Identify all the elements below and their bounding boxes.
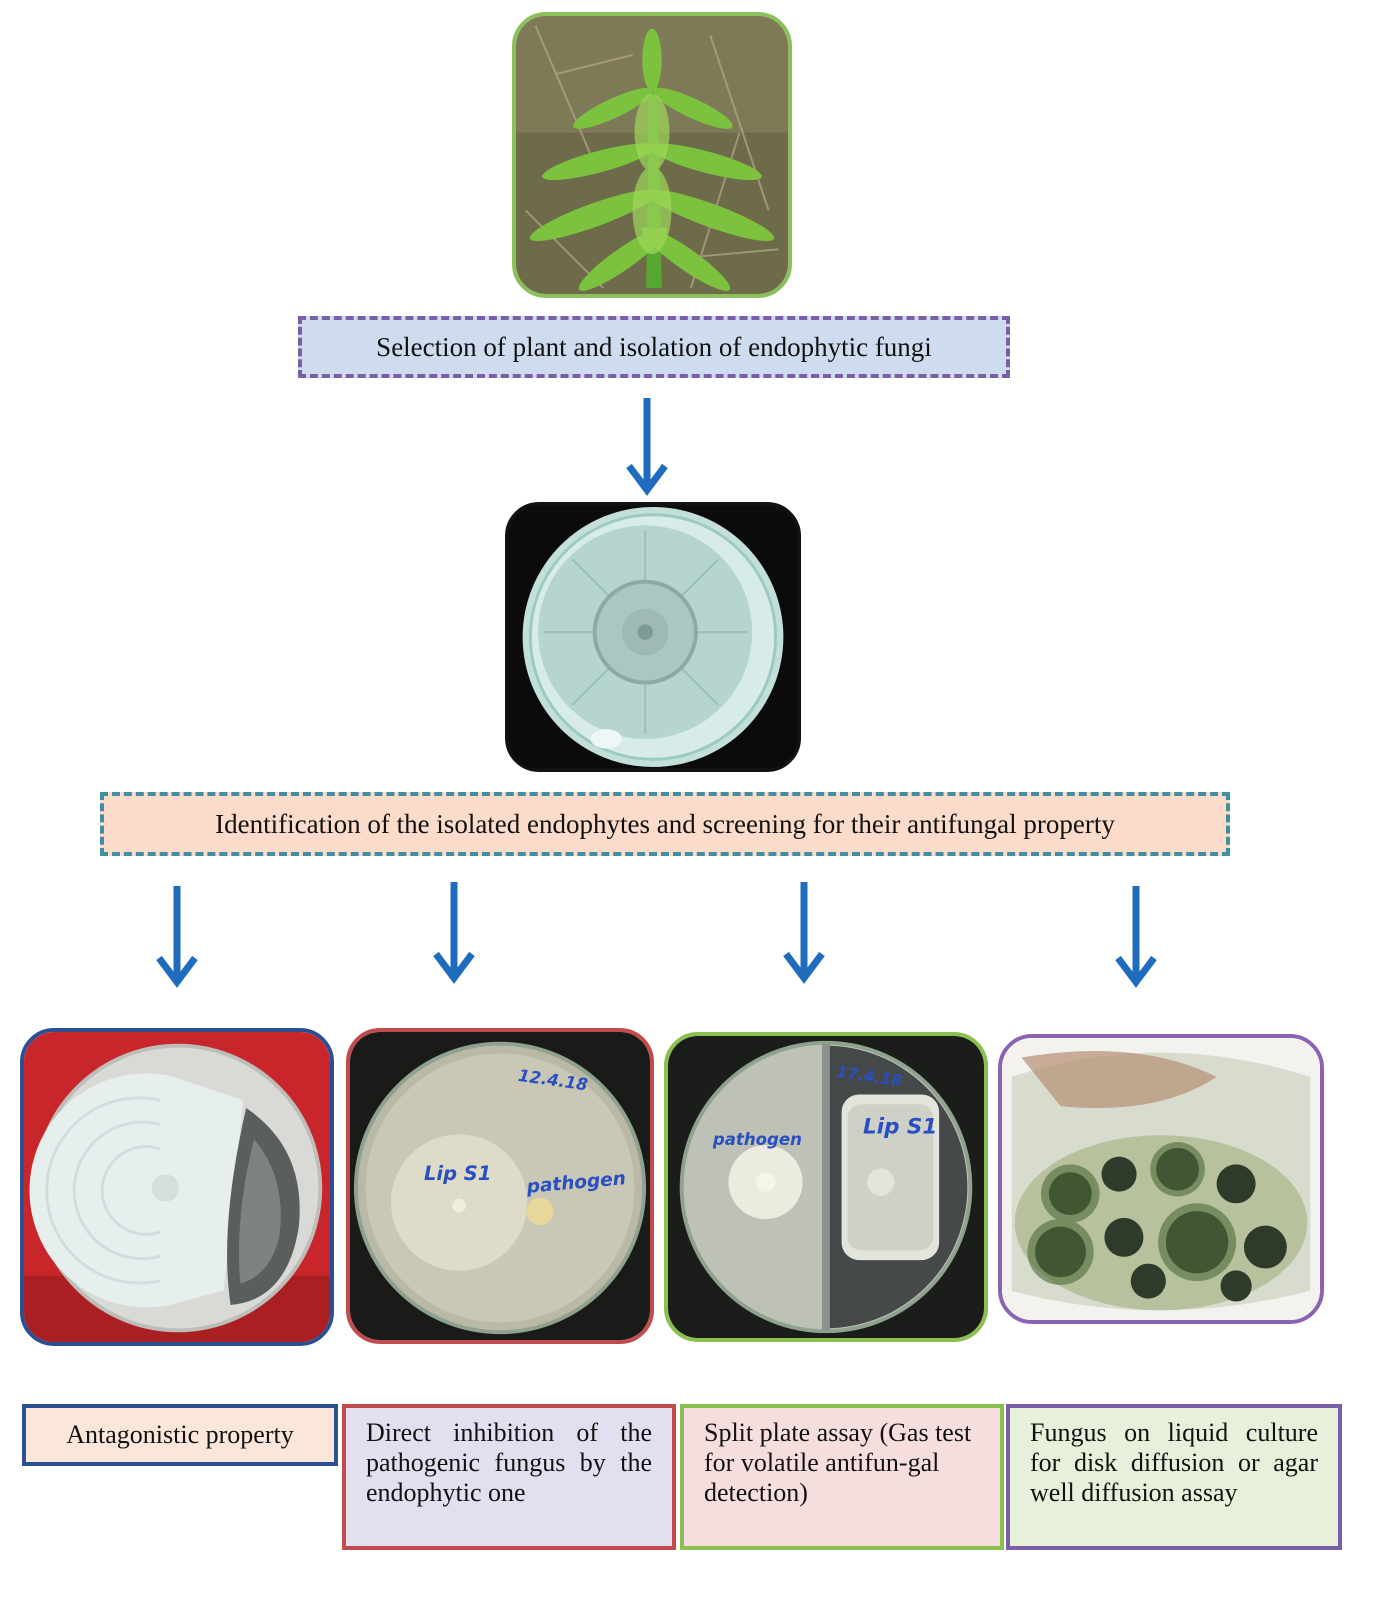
culture-plate-photo [505, 502, 801, 772]
caption-split-plate-text: Split plate assay (Gas test for volatile… [704, 1418, 971, 1507]
step-2-label: Identification of the isolated endophyte… [215, 809, 1115, 840]
lip-s1-label: Lip S1 [424, 1162, 491, 1185]
plant-photo [512, 12, 792, 298]
split-plate-photo: 17.4.18 pathogen Lip S1 [664, 1032, 988, 1342]
step-1-label: Selection of plant and isolation of endo… [376, 332, 932, 363]
arrow-down-icon [625, 396, 669, 498]
caption-direct-inhibition-text: Direct inhibition of the pathogenic fung… [366, 1418, 652, 1507]
step-2-banner: Identification of the isolated endophyte… [100, 792, 1230, 856]
caption-direct-inhibition: Direct inhibition of the pathogenic fung… [342, 1404, 676, 1550]
caption-liquid-culture-text: Fungus on liquid culture for disk diffus… [1030, 1418, 1318, 1507]
caption-split-plate: Split plate assay (Gas test for volatile… [680, 1404, 1004, 1550]
arrow-down-icon [155, 884, 199, 990]
arrow-down-icon [782, 880, 826, 986]
arrow-down-icon [432, 880, 476, 986]
lip-s1-label: Lip S1 [863, 1114, 937, 1139]
antagonistic-plate-photo [20, 1028, 334, 1346]
caption-antagonistic-text: Antagonistic property [66, 1420, 293, 1450]
step-1-banner: Selection of plant and isolation of endo… [298, 316, 1010, 378]
caption-liquid-culture: Fungus on liquid culture for disk diffus… [1006, 1404, 1342, 1550]
direct-inhibition-plate-photo: 12.4.18 Lip S1 pathogen [346, 1028, 654, 1344]
caption-antagonistic: Antagonistic property [22, 1404, 338, 1466]
pathogen-label: pathogen [712, 1130, 802, 1149]
arrow-down-icon [1114, 884, 1158, 990]
liquid-culture-photo [998, 1034, 1324, 1324]
